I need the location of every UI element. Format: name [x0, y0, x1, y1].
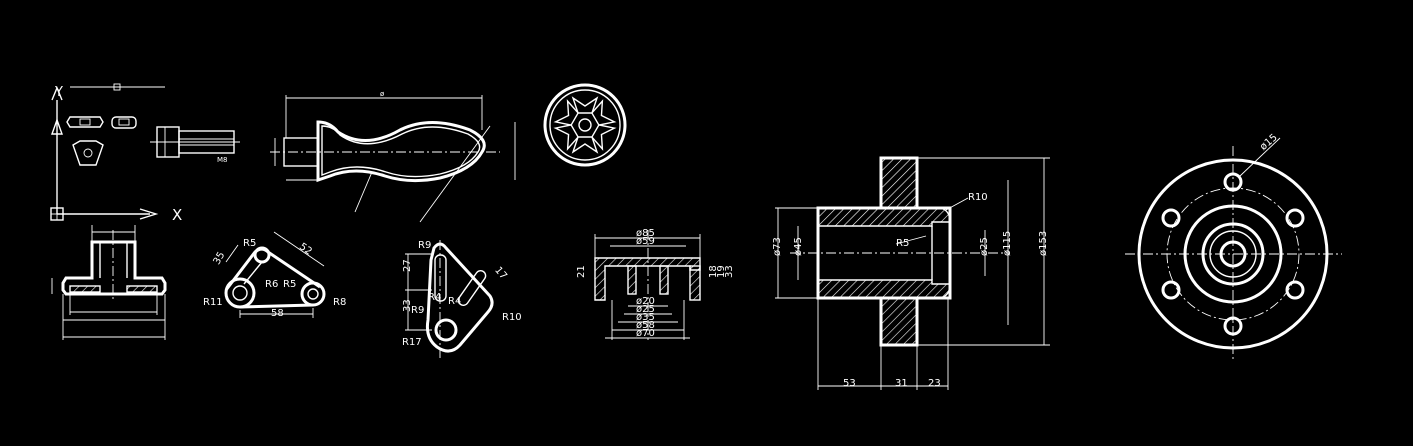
- link-58: 58: [271, 308, 284, 319]
- cam-r4a: R4: [428, 292, 441, 303]
- link-r8: R8: [333, 297, 346, 308]
- drawing-bracket[interactable]: [51, 225, 167, 340]
- drawing-cap-section[interactable]: ø85 ø59 ø20 ø25 ø35 ø58 ø70 21 18 19 33: [576, 228, 735, 340]
- cam-r10: R10: [502, 312, 522, 323]
- drawing-flange-plan[interactable]: ø15: [1125, 132, 1342, 362]
- cap-18: 18: [708, 265, 719, 278]
- drawing-roundel[interactable]: [543, 83, 627, 167]
- ucs-y-label: Y: [54, 85, 63, 100]
- hub-d73: ø73: [772, 237, 783, 256]
- cap-19: 19: [716, 265, 727, 278]
- flange-d15: ø15: [1258, 132, 1280, 153]
- cap-d58: ø58: [636, 320, 655, 331]
- cam-r17: R17: [402, 337, 422, 348]
- drawing-small-parts[interactable]: M8: [51, 116, 240, 166]
- cap-d85: ø85: [636, 228, 655, 239]
- cam-r9b: R9: [411, 305, 424, 316]
- cap-21: 21: [576, 265, 587, 278]
- hub-d25: ø25: [979, 237, 990, 256]
- cam-33: 33: [402, 299, 413, 312]
- link-52: 52: [297, 241, 314, 257]
- drawing-hub-section[interactable]: R10 R5 ø73 ø45 ø25 ø115 ø153 53 31 23: [772, 156, 1050, 390]
- cam-r9a: R9: [418, 240, 431, 251]
- cam-27: 27: [402, 259, 413, 272]
- hub-r10: R10: [968, 192, 988, 203]
- link-r5a: R5: [243, 238, 256, 249]
- cap-d59: ø59: [636, 236, 655, 247]
- drawing-cam-plate[interactable]: R9 R9 R4 R4 R10 R17 27 33 17: [402, 240, 522, 360]
- hub-d153: ø153: [1038, 231, 1049, 256]
- ucs-icon: Y X: [50, 83, 182, 224]
- link-r11: R11: [203, 297, 223, 308]
- hub-d45: ø45: [793, 237, 804, 256]
- cap-33: 33: [724, 265, 735, 278]
- handle-label: ø: [380, 90, 385, 98]
- cam-17: 17: [492, 265, 509, 282]
- drawing-link-arm[interactable]: R5 R6 R5 R11 R8 35 52 58: [203, 231, 346, 319]
- hub-31: 31: [895, 378, 908, 389]
- cap-d70: ø70: [636, 328, 655, 339]
- drawing-handle[interactable]: ø: [270, 90, 516, 223]
- hub-d115: ø115: [1002, 231, 1013, 256]
- link-r6: R6: [265, 279, 278, 290]
- hub-r5: R5: [896, 238, 909, 249]
- cam-r4b: R4: [448, 296, 461, 307]
- hub-53: 53: [843, 378, 856, 389]
- cap-d20: ø20: [636, 296, 655, 307]
- link-r5b: R5: [283, 279, 296, 290]
- ucs-x-label: X: [172, 206, 182, 224]
- cap-d35: ø35: [636, 312, 655, 323]
- cap-d25: ø25: [636, 304, 655, 315]
- hub-23: 23: [928, 378, 941, 389]
- link-35: 35: [212, 250, 228, 267]
- svg-text:M8: M8: [217, 156, 228, 164]
